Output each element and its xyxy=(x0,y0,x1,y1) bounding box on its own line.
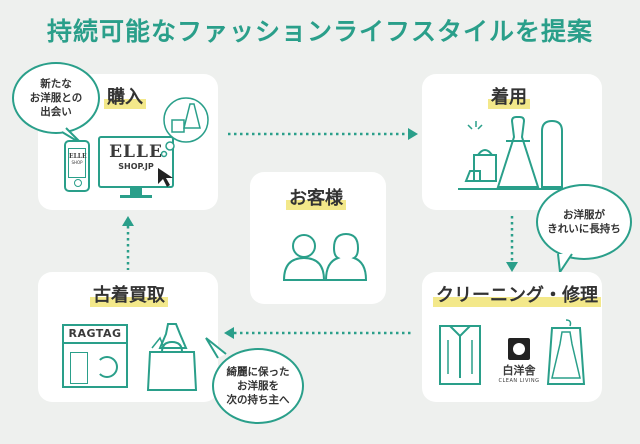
wear-bubble: お洋服が きれいに長持ち xyxy=(536,184,632,260)
elle-phone-logo: ELLE xyxy=(69,153,87,160)
secondhand-bubble: 綺麗に保った お洋服を 次の持ち主へ xyxy=(212,348,304,424)
purchase-label: 購入 xyxy=(104,87,146,109)
hakuyosha-logo: 白洋舎 CLEAN LIVING xyxy=(496,338,542,384)
smartphone-icon: ELLE SHOP xyxy=(64,140,90,192)
hakuyosha-name: 白洋舎 xyxy=(502,364,536,377)
arrow-purchase-to-wear xyxy=(228,128,418,140)
arrow-cleaning-to-secondhand xyxy=(224,327,414,339)
wear-label: 着用 xyxy=(488,87,530,109)
ragtag-sign: RAGTAG xyxy=(64,326,126,344)
recycle-icon xyxy=(96,356,118,378)
arrow-wear-to-cleaning xyxy=(506,216,518,272)
customer-label: お客様 xyxy=(286,188,346,210)
elle-sub: SHOP.JP xyxy=(118,162,154,171)
elle-phone-sub: SHOP xyxy=(71,160,83,165)
monitor-stand xyxy=(130,188,142,196)
shirt-bag-icon xyxy=(439,325,481,385)
page-title: 持続可能なファッションライフスタイルを提案 xyxy=(46,17,593,46)
cleaning-label: クリーニング・修理 xyxy=(433,285,601,307)
hakuyosha-sub: CLEAN LIVING xyxy=(498,378,540,384)
hakuyosha-mark-icon xyxy=(508,338,530,360)
customer-people-icon xyxy=(282,232,368,281)
secondhand-bubble-tail xyxy=(205,337,227,359)
thought-bubble-icon xyxy=(160,97,209,158)
secondhand-label: 古着買取 xyxy=(90,285,168,307)
cursor-icon xyxy=(158,168,173,187)
monitor-base xyxy=(120,195,152,198)
shopping-bag-icon xyxy=(146,323,198,391)
ragtag-store-icon: RAGTAG xyxy=(62,324,128,388)
arrow-secondhand-to-purchase xyxy=(122,216,134,270)
dress-mirror-icon xyxy=(458,116,568,190)
dress-bag-icon xyxy=(546,319,586,385)
purchase-bubble: 新たな お洋服との 出会い xyxy=(12,62,100,134)
elle-logo: ELLE xyxy=(109,142,163,162)
